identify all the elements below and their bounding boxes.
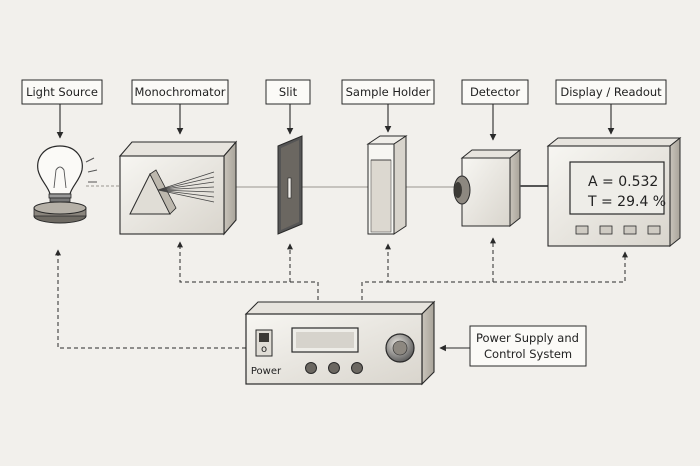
label-light-source: Light Source	[21, 79, 103, 105]
dispersed-light-icon	[157, 171, 215, 203]
control-line-display	[493, 251, 628, 283]
svg-text:Control System: Control System	[484, 347, 572, 361]
detector-unit	[453, 148, 552, 228]
absorbance-readout: A = 0.532	[588, 174, 658, 190]
display-button-1	[575, 225, 589, 235]
label-sample-holder: Sample Holder	[341, 79, 435, 105]
power-switch-label: Power	[251, 366, 282, 377]
control-line-sample-holder	[361, 243, 391, 300]
slit-opening	[287, 177, 292, 199]
light-beam	[86, 185, 456, 188]
control-line-detector	[388, 237, 496, 283]
svg-text:Slit: Slit	[279, 85, 298, 99]
readout-screen	[569, 161, 665, 215]
svg-text:Light Source: Light Source	[26, 85, 98, 99]
svg-text:Monochromator: Monochromator	[135, 85, 226, 99]
control-button-1	[305, 362, 317, 374]
label-detector: Detector	[461, 79, 529, 105]
label-monochromator: Monochromator	[131, 79, 229, 105]
cuvette	[366, 135, 408, 235]
label-power-supply: Power Supply and Control System	[439, 325, 587, 367]
display-button-3	[623, 225, 637, 235]
label-slit: Slit	[265, 79, 311, 105]
svg-text:o: o	[261, 344, 267, 355]
display-button-2	[599, 225, 613, 235]
light-rays-icon	[85, 157, 98, 183]
control-line-light-source	[55, 249, 246, 349]
control-button-3	[351, 362, 363, 374]
svg-text:Power Supply and: Power Supply and	[476, 331, 579, 345]
light-bulb-icon	[33, 145, 98, 224]
control-button-2	[328, 362, 340, 374]
monochromator-unit	[118, 140, 238, 236]
svg-text:Sample Holder: Sample Holder	[346, 85, 431, 99]
svg-text:Display / Readout: Display / Readout	[560, 85, 662, 99]
slit-plate	[277, 135, 303, 235]
control-lines	[55, 237, 628, 349]
label-display: Display / Readout	[555, 79, 667, 105]
display-button-4	[647, 225, 661, 235]
display-unit: A = 0.532 T = 29.4 %	[546, 136, 682, 248]
label-arrows	[56, 104, 615, 141]
power-supply-unit: o Power	[244, 300, 436, 386]
transmittance-readout: T = 29.4 %	[587, 194, 666, 210]
svg-text:Detector: Detector	[470, 85, 520, 99]
control-line-monochromator	[177, 241, 319, 300]
